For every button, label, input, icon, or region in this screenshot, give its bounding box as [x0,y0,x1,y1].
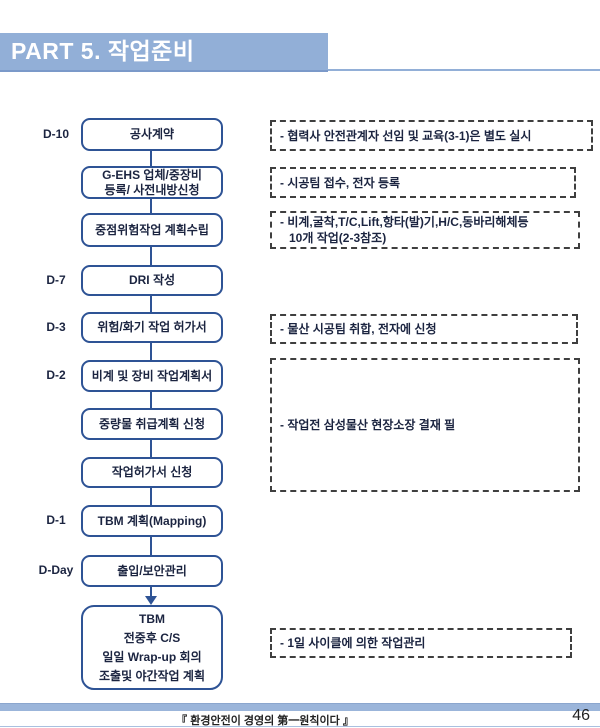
flow-box-contract: 공사계약 [81,118,223,151]
flow-box-hazard-permit: 위험/화기 작업 허가서 [81,312,223,343]
flow-box-text: DRI 작성 [128,273,176,287]
footer-motto: 『 환경안전이 경영의 第一원칙이다 』 [176,715,354,727]
note-text: - 비계,굴착,T/C,Lift,항타(발)기,H/C,동바리해체등 [280,215,529,229]
footer-rule [0,726,600,727]
connector-line [150,247,152,265]
flow-box-dri: DRI 작성 [81,265,223,296]
flow-box-text: 등록/ 사전내방신청 [104,182,200,197]
connector-line [150,587,152,597]
flow-box-text: 출입/보안관리 [117,563,187,578]
flow-box-text: 공사계약 [129,127,175,141]
flow-box-text: 중점위험작업 계획수립 [95,222,209,237]
timeline-label-d7: D-7 [46,273,66,287]
page-title: PART 5. 작업준비 [0,33,328,72]
connector-line [150,440,152,457]
flow-box-heavy-lifting-plan: 중량물 취급계획 신청 [81,408,223,440]
flow-box-text: TBM [139,611,165,626]
flow-box-work-permit-request: 작업허가서 신청 [81,457,223,488]
note-text: - 물산 시공팀 취합, 전자에 신청 [280,322,437,336]
timeline-label-d10: D-10 [42,127,69,141]
flow-box-text: 비계 및 장비 작업계획서 [91,368,213,383]
flow-box-text: 일일 Wrap-up 회의 [102,649,202,664]
note-text: - 시공팀 접수, 전자 등록 [280,175,401,190]
flow-box-text: G-EHS 업체/중장비 [102,167,202,182]
note-text: - 협력사 안전관계자 선임 및 교육(3-1)은 별도 실시 [280,128,532,143]
flow-box-text: 위험/화기 작업 허가서 [97,320,207,334]
note-electronic-application: - 물산 시공팀 취합, 전자에 신청 [270,314,578,344]
footer-bar [0,703,600,711]
flow-box-tbm-mapping: TBM 계획(Mapping) [81,505,223,537]
note-team-registration: - 시공팀 접수, 전자 등록 [270,167,576,198]
note-ten-critical-works: - 비계,굴착,T/C,Lift,항타(발)기,H/C,동바리해체등 10개 작… [270,211,580,249]
flow-box-scaffold-equipment-plan: 비계 및 장비 작업계획서 [81,360,223,392]
connector-line [150,488,152,505]
connector-line [150,199,152,213]
header-rule [328,69,600,71]
connector-line [150,537,152,555]
arrow-down-icon [145,596,157,605]
note-partner-safety-training: - 협력사 안전관계자 선임 및 교육(3-1)은 별도 실시 [270,120,593,151]
flow-box-daily-tbm: TBM 전중후 C/S 일일 Wrap-up 회의 조출및 야간작업 계획 [81,605,223,690]
connector-line [150,296,152,312]
flow-box-text: 중량물 취급계획 신청 [98,416,206,431]
flow-box-text: TBM 계획(Mapping) [97,513,207,528]
timeline-label-d3: D-3 [46,320,66,334]
flow-box-text: 전중후 C/S [123,630,181,645]
timeline-label-d2: D-2 [46,368,66,382]
note-site-manager-approval: - 작업전 삼성물산 현장소장 결재 필 [270,358,580,492]
note-daily-cycle: - 1일 사이클에 의한 작업관리 [270,628,572,658]
page-number: 46 [572,707,590,724]
flow-box-access-security: 출입/보안관리 [81,555,223,587]
flow-box-critical-work-plan: 중점위험작업 계획수립 [81,213,223,247]
flow-box-text: 작업허가서 신청 [111,465,193,479]
flow-box-text: 조출및 야간작업 계획 [98,668,206,683]
note-text: 10개 작업(2-3참조) [289,231,387,245]
timeline-label-dday: D-Day [38,563,74,577]
connector-line [150,151,152,166]
timeline-label-d1: D-1 [46,513,66,527]
flow-box-gehs-registration: G-EHS 업체/중장비 등록/ 사전내방신청 [81,166,223,199]
connector-line [150,343,152,360]
note-text: - 작업전 삼성물산 현장소장 결재 필 [280,418,456,432]
note-text: - 1일 사이클에 의한 작업관리 [280,636,426,650]
connector-line [150,392,152,408]
